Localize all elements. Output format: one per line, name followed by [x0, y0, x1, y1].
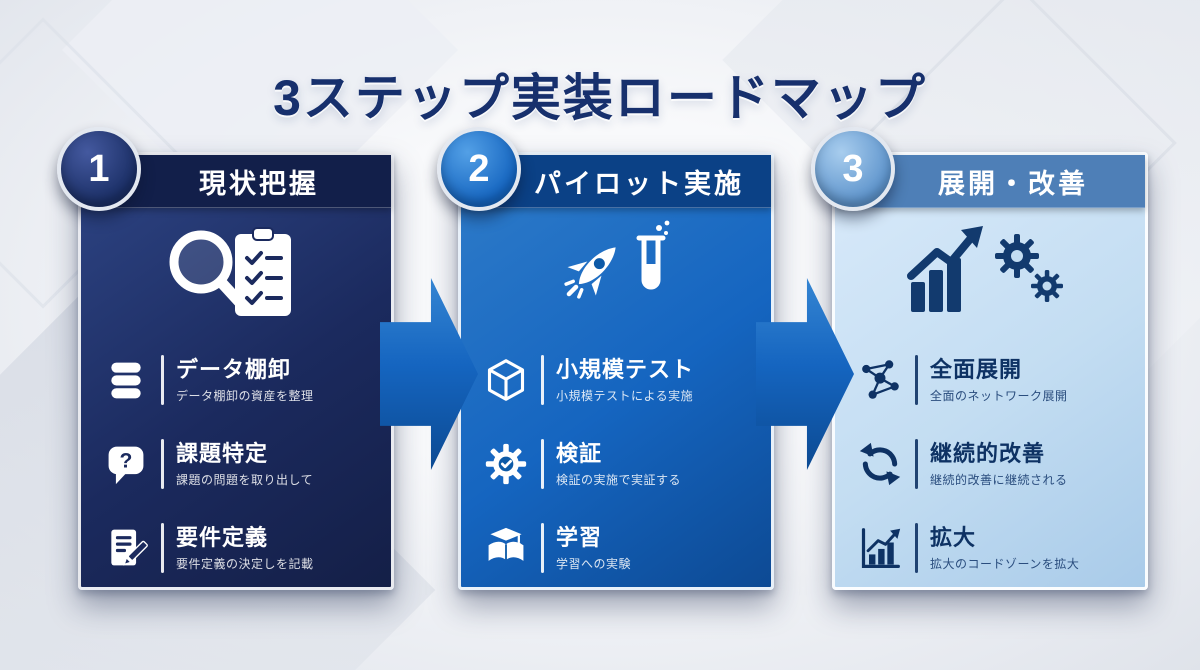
divider: [161, 439, 164, 489]
item-title: 検証: [556, 441, 603, 467]
divider: [541, 355, 544, 405]
divider: [915, 439, 918, 489]
book-graduation-icon: [481, 526, 531, 570]
item-desc: 小規模テストによる実施: [556, 388, 694, 403]
list-item: 拡大 拡大のコードゾーンを拡大: [855, 506, 1127, 590]
step-header-label: 展開・改善: [938, 168, 1088, 199]
step-2-number-badge: 2: [437, 127, 521, 211]
divider: [915, 523, 918, 573]
step-2-items: 小規模テスト 小規模テストによる実施: [461, 336, 771, 590]
list-item: ? 課題特定 課題の問題を取り出して: [101, 422, 373, 506]
item-desc: 全面のネットワーク展開: [930, 388, 1068, 403]
refresh-icon: [855, 442, 905, 486]
item-desc: 学習への実験: [556, 556, 632, 571]
rocket-testtube-icon: [461, 208, 771, 336]
divider: [541, 439, 544, 489]
growth-gears-icon: [835, 208, 1145, 336]
divider: [915, 355, 918, 405]
divider: [161, 355, 164, 405]
network-icon: [855, 358, 905, 402]
item-desc: 要件定義の決定しを記載: [176, 556, 314, 571]
item-title: 課題特定: [176, 441, 269, 467]
item-desc: 検証の実施で実証する: [556, 472, 682, 487]
step-panel-2: 2 パイロット実施: [437, 127, 774, 590]
step-number: 2: [468, 147, 490, 190]
page-title: 3ステップ実装ロードマップ: [273, 69, 927, 126]
step-1-number-badge: 1: [57, 127, 141, 211]
step-header-label: 現状把握: [199, 168, 319, 199]
list-item: 検証 検証の実施で実証する: [481, 422, 753, 506]
item-title: 要件定義: [176, 525, 269, 551]
item-title: 継続的改善: [930, 441, 1046, 467]
item-title: 全面展開: [930, 357, 1023, 383]
document-pencil-icon: [101, 526, 151, 570]
item-desc: 拡大のコードゾーンを拡大: [930, 556, 1080, 571]
svg-text:?: ?: [120, 450, 133, 473]
step-header-label: パイロット実施: [534, 168, 744, 199]
bar-chart-arrow-icon: [855, 526, 905, 570]
list-item: 学習 学習への実験: [481, 506, 753, 590]
step-panel-1: 1 現状把握: [57, 127, 394, 590]
list-item: 小規模テスト 小規模テストによる実施: [481, 338, 753, 422]
step-1-items: データ棚卸 データ棚卸の資産を整理 ? 課題特定 課題の問題を取り出して: [81, 336, 391, 590]
item-desc: データ棚卸の資産を整理: [176, 388, 314, 403]
item-title: 拡大: [930, 525, 977, 551]
step-number: 3: [842, 147, 864, 190]
item-title: 学習: [556, 525, 603, 551]
question-bubble-icon: ?: [101, 442, 151, 486]
database-icon: [101, 358, 151, 402]
list-item: 継続的改善 継続的改善に継続される: [855, 422, 1127, 506]
divider: [541, 523, 544, 573]
item-desc: 継続的改善に継続される: [930, 472, 1068, 487]
gear-check-icon: [481, 442, 531, 486]
step-panel-3: 3 展開・改善: [811, 127, 1148, 590]
magnifier-clipboard-icon: [81, 208, 391, 336]
step-3-number-badge: 3: [811, 127, 895, 211]
list-item: 要件定義 要件定義の決定しを記載: [101, 506, 373, 590]
item-desc: 課題の問題を取り出して: [176, 472, 314, 487]
item-title: 小規模テスト: [556, 357, 695, 383]
step-number: 1: [88, 147, 110, 190]
list-item: データ棚卸 データ棚卸の資産を整理: [101, 338, 373, 422]
list-item: 全面展開 全面のネットワーク展開: [855, 338, 1127, 422]
divider: [161, 523, 164, 573]
step-3-items: 全面展開 全面のネットワーク展開: [835, 336, 1145, 590]
cube-icon: [481, 358, 531, 402]
item-title: データ棚卸: [176, 357, 292, 383]
